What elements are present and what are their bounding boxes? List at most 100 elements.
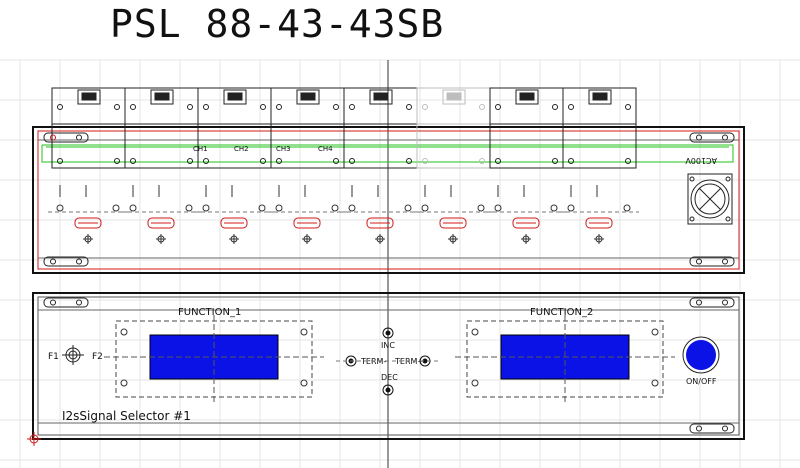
jack-hole [567,204,575,212]
rear-connectors [51,87,637,169]
jack-hole [56,204,64,212]
rca-jack-group [194,185,274,244]
jack-hole [331,204,339,212]
screw-hole [568,104,574,110]
jack-hole [623,204,631,212]
xlr-jack-core [227,92,243,101]
xlr-jack-icon [369,89,393,105]
xlr-jack-icon [77,89,101,105]
screw-hole [260,104,266,110]
screw-hole [114,158,120,164]
rca-jack-group [267,185,347,244]
bezel-screw-icon [300,379,308,387]
screw-hole [479,158,485,164]
fuse-label-f2: F2 [92,352,103,362]
screw-hole [187,104,193,110]
bezel-screws [120,328,659,387]
screw-hole [260,158,266,164]
screw-hole [333,104,339,110]
xlr-jack-icon [515,89,539,105]
dec-button-icon [382,384,394,396]
jack-hole [404,204,412,212]
rca-jack-group [486,185,566,244]
screw-hole [276,104,282,110]
fuse-holder-icon [62,345,84,365]
mount-slot [43,256,89,267]
rca-jack-icon [74,217,102,229]
front-panel-outline [32,292,745,440]
connector-module [270,87,345,169]
bezel-screw-icon [651,328,659,336]
screw-hole [57,104,63,110]
bezel-screw-icon [471,328,479,336]
rca-jack-icon [512,217,540,229]
channel-label-ch2: CH2 [234,145,249,153]
screw-hole [130,158,136,164]
function-2-display-group: FUNCTION_2 [455,307,675,403]
screw-hole [479,104,485,110]
construction-grid [0,59,800,468]
connector-body [562,123,637,169]
dec-label: DEC [381,373,398,382]
xlr-jack-core [154,92,170,101]
fuse-label-f1: F1 [48,352,59,362]
rca-jack-icon [220,217,248,229]
rca-jack-icon [147,217,175,229]
bezel-screw-icon [651,379,659,387]
channel-label-ch1: CH1 [193,145,208,153]
rear-panel-outline [32,126,745,274]
rca-jack-group [48,185,128,244]
rca-jack-group [340,185,420,244]
power-voltage-label: AC100V [685,156,717,165]
xlr-jack-core [446,92,462,101]
screw-hole [422,104,428,110]
rear-panel: CH1 CH2 CH3 CH4 AC100V [32,87,745,274]
rca-jack-group [559,185,639,244]
bezel-screw-icon [300,328,308,336]
bezel-screw-icon [120,379,128,387]
screw-hole [57,158,63,164]
function-1-display-group: FUNCTION_1 [104,307,324,403]
rca-jack-icon [366,217,394,229]
xlr-jack-icon [223,89,247,105]
screw-hole [568,158,574,164]
rca-jack-icon [293,217,321,229]
jack-hole [494,204,502,212]
xlr-jack-core [519,92,535,101]
screw-hole [349,158,355,164]
screw-hole [552,104,558,110]
mount-slot [689,256,735,267]
screw-hole [406,158,412,164]
device-name-label: I2sSignal Selector #1 [62,409,191,423]
on-off-label: ON/OFF [686,377,717,386]
rca-jack-icon [585,217,613,229]
jack-hole [275,204,283,212]
function-1-label: FUNCTION_1 [178,307,241,318]
xlr-jack-core [81,92,97,101]
bezel-screw-icon [471,379,479,387]
mount-slot [43,297,89,308]
rear-jacks [48,185,639,244]
xlr-jack-core [592,92,608,101]
screw-hole [349,104,355,110]
xlr-jack-icon [296,89,320,105]
connector-module [562,87,637,169]
ac-inlet-icon [687,173,733,225]
screw-hole [495,158,501,164]
function-2-label: FUNCTION_2 [530,307,593,318]
rca-jack-group [121,185,201,244]
screw-hole [203,104,209,110]
jack-hole [202,204,210,212]
front-panel: FUNCTION_1 FUNCTION_2 F1 F2 INC TERM- TE… [32,292,745,440]
mount-slot [689,132,735,143]
xlr-jack-core [373,92,389,101]
front-panel-inner [37,296,740,436]
screw-hole [276,158,282,164]
rca-jack-group [413,185,493,244]
screw-hole [333,158,339,164]
screw-hole [114,104,120,110]
inc-label: INC [381,341,395,350]
screw-hole [495,104,501,110]
jack-hole [550,204,558,212]
